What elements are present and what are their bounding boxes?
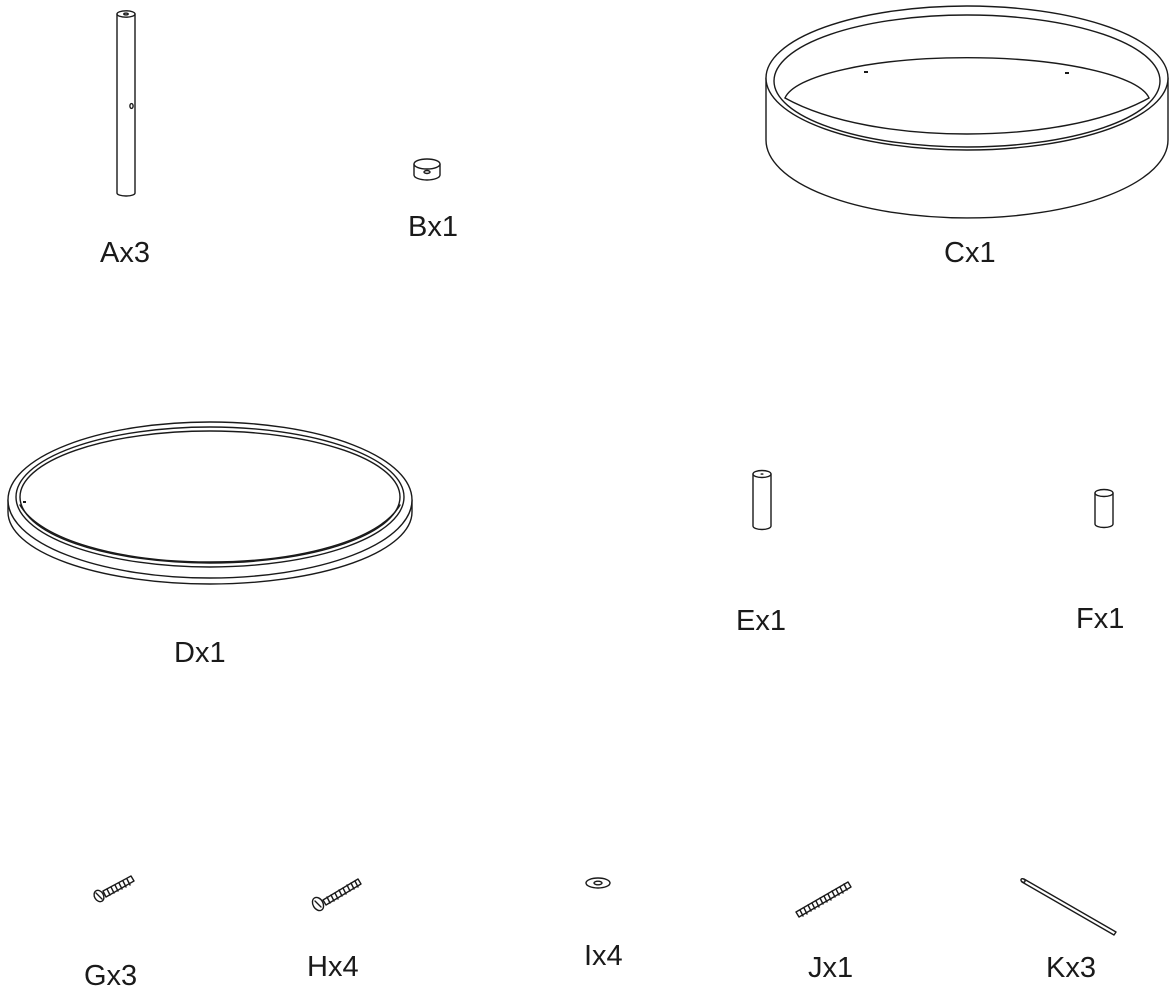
part-k-pin-icon xyxy=(1020,878,1117,936)
part-f-label: Fx1 xyxy=(1076,603,1124,635)
part-a-label: Ax3 xyxy=(100,237,150,269)
part-b-label: Bx1 xyxy=(408,211,458,243)
part-i-washer-icon xyxy=(585,877,611,889)
part-k-label: Kx3 xyxy=(1046,952,1096,984)
part-g-label: Gx3 xyxy=(84,960,137,992)
part-g-screw-icon xyxy=(93,875,135,903)
part-h-label: Hx4 xyxy=(307,951,359,983)
part-d-label: Dx1 xyxy=(174,637,226,669)
part-i-label: Ix4 xyxy=(584,940,623,972)
part-e-tube-icon xyxy=(752,469,772,531)
part-h-screw-icon xyxy=(311,878,362,912)
part-d-tray-icon xyxy=(7,421,413,585)
part-c-tray-icon xyxy=(765,5,1169,219)
part-a-rod-icon xyxy=(116,10,136,197)
part-c-label: Cx1 xyxy=(944,237,996,269)
part-f-dowel-icon xyxy=(1094,488,1114,529)
part-b-cap-icon xyxy=(413,158,441,181)
part-e-label: Ex1 xyxy=(736,605,786,637)
part-j-threaded-rod-icon xyxy=(795,881,852,918)
part-j-label: Jx1 xyxy=(808,952,853,984)
